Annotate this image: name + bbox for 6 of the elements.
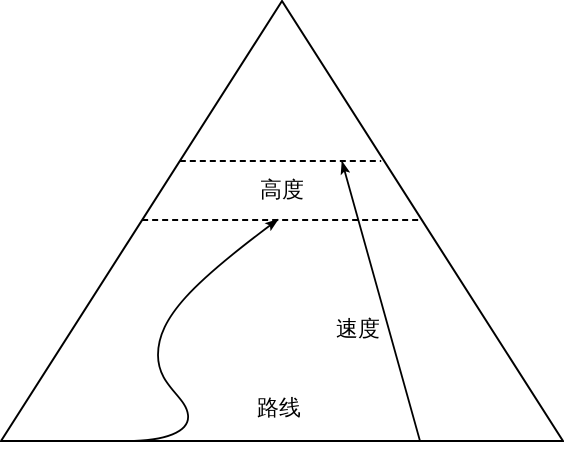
arrow — [340, 160, 421, 442]
edge-label: 速度 — [336, 318, 380, 342]
band-label: 高度 — [260, 178, 304, 202]
text-label: 路线 — [257, 397, 301, 421]
curved-arrow — [126, 218, 279, 442]
triangle — [0, 0, 564, 442]
